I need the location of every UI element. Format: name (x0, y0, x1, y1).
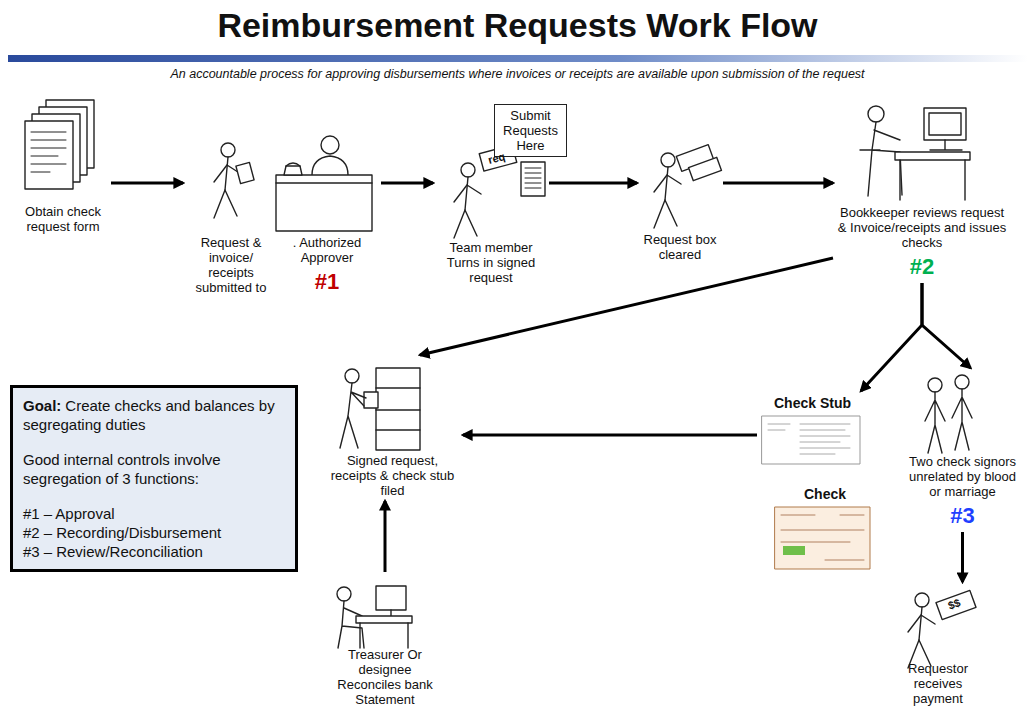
callout-number: #1 (23, 505, 40, 522)
goal-row: #2– Recording/Disbursement (23, 523, 285, 542)
sign-box: Submit Requests Here (494, 104, 567, 157)
goal-box: Goal:Create checks and balances by segre… (10, 385, 298, 572)
caption-text: Team member Turns in signed request (436, 240, 546, 285)
callout-number: #3 (905, 503, 1020, 529)
caption-text: Request & invoice/ receipts submitted to (186, 235, 276, 295)
caption-text: Two check signors unrelated by blood or … (905, 454, 1020, 499)
step-node: Two check signors unrelated by blood or … (905, 372, 1020, 529)
step-node: Signed request, receipts & check stub fi… (325, 358, 460, 498)
goal-text: Good internal controls involve segregati… (23, 451, 221, 487)
check-stub-image (762, 416, 860, 464)
signors-icon (925, 375, 972, 453)
flow-arrow (111, 182, 183, 185)
goal-row: #1– Approval (23, 504, 285, 523)
requestor-icon (908, 590, 976, 668)
callout-number: #2 (836, 254, 1008, 280)
callout-number: #2 (23, 524, 40, 541)
caption: An accountable process for approving dis… (0, 67, 1035, 82)
caption-text: Requestor receives payment (888, 661, 988, 706)
step-node: Check (775, 486, 875, 571)
heading-text: Check Stub (760, 395, 865, 412)
step-node: Team member Turns in signed request (436, 156, 546, 285)
title-bar (8, 55, 1028, 62)
flow-arrow (384, 501, 387, 572)
bookkeeper-icon (860, 106, 970, 200)
filing-icon (340, 368, 420, 450)
caption-text: Request box cleared (640, 232, 720, 262)
caption-text: . Authorized Approver (276, 235, 378, 265)
step-node: Request & invoice/ receipts submitted to… (186, 95, 378, 295)
caption-text: Signed request, receipts & check stub fi… (325, 453, 460, 498)
caption-text: Bookkeeper reviews request & Invoice/rec… (836, 205, 1008, 250)
flow-arrow (723, 182, 833, 185)
goal-row: #3– Review/Reconciliation (23, 542, 285, 561)
caption-text: Treasurer Or designee Reconciles bank St… (335, 647, 435, 707)
step-node: Request box cleared (640, 140, 720, 262)
heading-text: Check (775, 486, 875, 503)
step-node: Check Stub (760, 395, 865, 466)
goal-text: – Review/Reconciliation (44, 543, 203, 560)
flow-arrow (381, 182, 433, 185)
callout-number: #1 (276, 269, 378, 295)
caption-text: Obtain check request form (18, 204, 108, 234)
goal-row: Good internal controls involve segregati… (23, 450, 285, 488)
goal-row: Goal:Create checks and balances by segre… (23, 396, 285, 434)
goal-text: – Approval (44, 505, 115, 522)
team-member-icon (454, 145, 545, 238)
step-node: Bookkeeper reviews request & Invoice/rec… (836, 98, 1008, 280)
flow-arrow (961, 532, 964, 582)
check-image (775, 507, 870, 569)
box-carrier-icon (654, 145, 721, 228)
treasurer-icon (337, 586, 412, 648)
forms-icon (25, 100, 94, 189)
caption-text: Submit Requests Here (499, 108, 562, 153)
callout-number: #3 (23, 543, 40, 560)
flow-arrow (549, 182, 637, 185)
flow-arrow (922, 283, 971, 368)
goal-text: Goal: (23, 397, 61, 414)
flow-arrow (463, 434, 757, 437)
step-node: Requestor receives payment (888, 585, 988, 706)
flow-arrow (861, 283, 922, 391)
approver-scene (214, 136, 372, 231)
step-node: Obtain check request form (18, 98, 108, 234)
step-node: Treasurer Or designee Reconciles bank St… (335, 575, 435, 707)
title: Reimbursement Requests Work Flow (0, 4, 1035, 46)
goal-text: – Recording/Disbursement (44, 524, 222, 541)
